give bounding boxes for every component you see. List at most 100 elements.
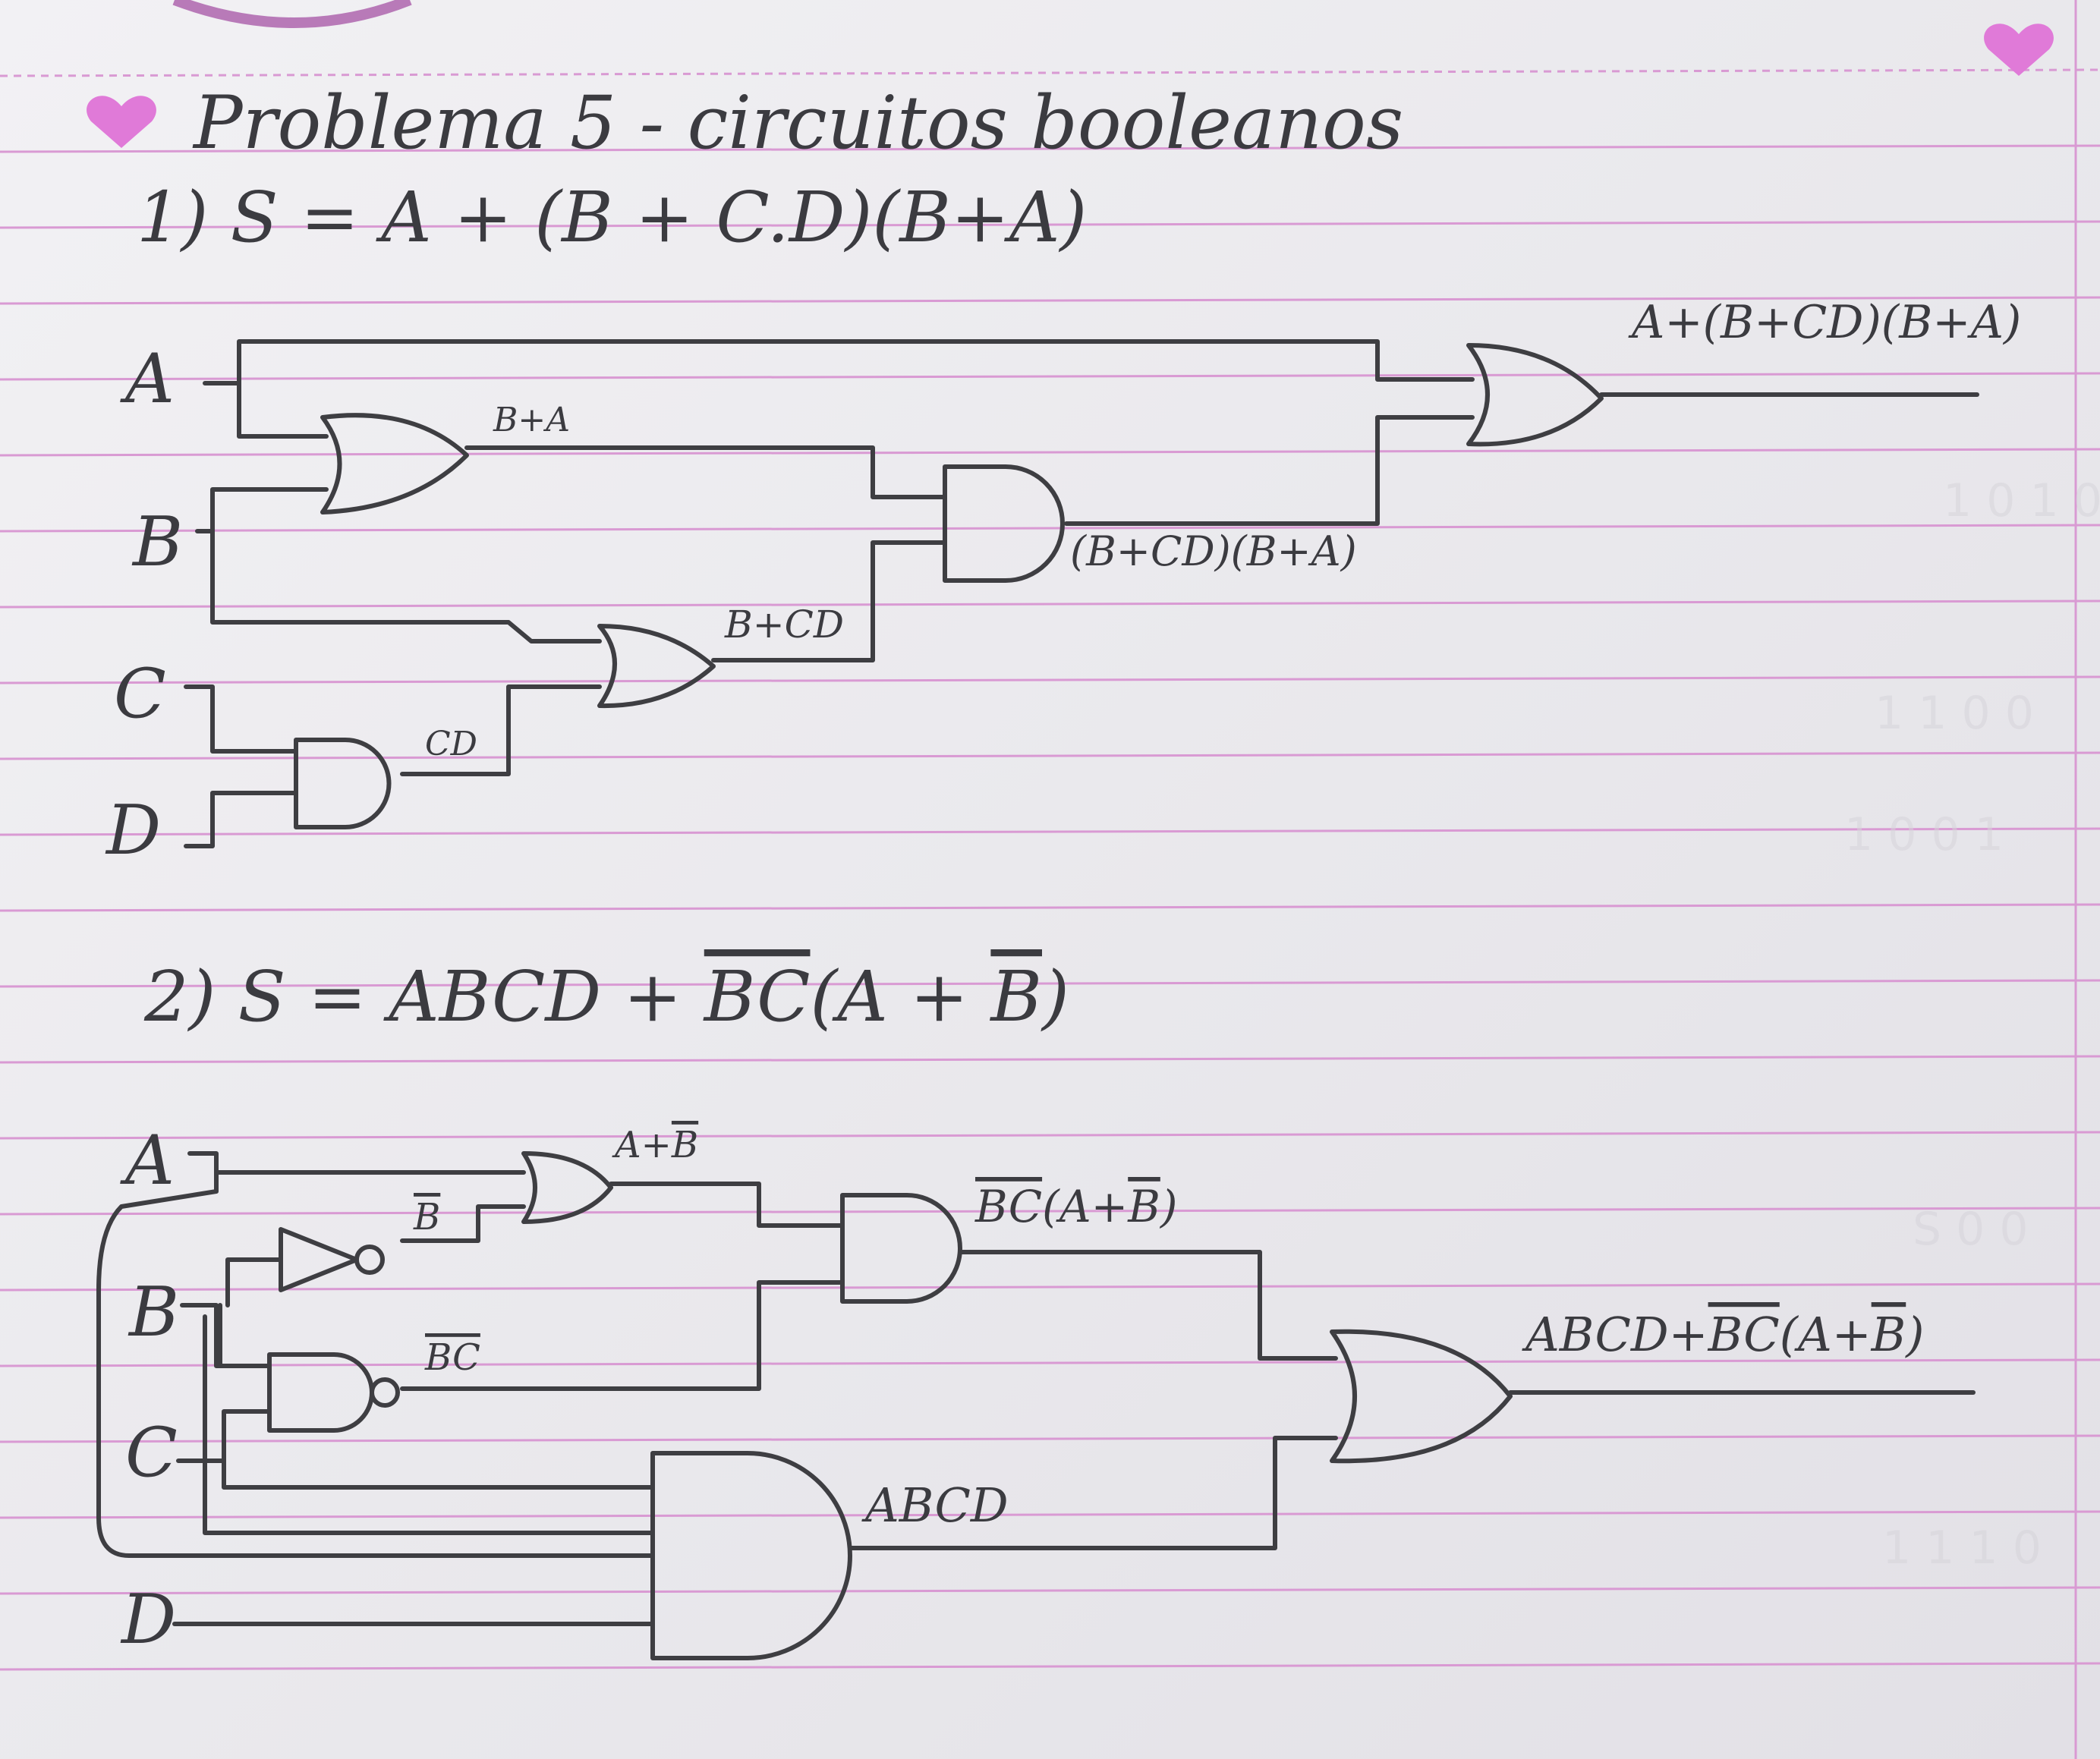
problem2-heading-bar: BC (703, 956, 811, 1037)
input-label-d: D (105, 791, 161, 870)
ruled-line (0, 1434, 2100, 1443)
label-output-1: A+(B+CD)(B+A) (1628, 296, 2021, 349)
wire-b-trunk (180, 1303, 222, 1368)
label-output-2-a: ABCD+ (1522, 1307, 1708, 1362)
label-or-a-notb-a: A+ (612, 1124, 672, 1166)
ruled-line (0, 1282, 2100, 1292)
problem2-heading-tail-c: ) (1041, 956, 1069, 1037)
wire-c-to-abcd (222, 1458, 655, 1490)
ruled-line (0, 1055, 2100, 1064)
problem2-heading-tail-b: B (989, 956, 1042, 1037)
wire-or-b-cd-out (711, 540, 947, 662)
not-gate-bubble (354, 1245, 385, 1275)
ruled-line (0, 1358, 2100, 1367)
ruled-line (0, 524, 2100, 533)
problem1-heading: 1) S = A + (B + C.D)(B+A) (137, 177, 1087, 258)
heart-icon (1984, 24, 2054, 76)
ruled-line (0, 372, 2100, 381)
input-label-a: A (120, 339, 175, 419)
label-mid-product: (B+CD)(B+A) (1070, 527, 1357, 575)
label-abcd: ABCD (861, 1477, 1009, 1533)
and-gate-mid (840, 1193, 962, 1304)
wire-a-main (187, 1151, 526, 1175)
heart-icon (87, 96, 156, 148)
input-label-c: C (114, 654, 166, 734)
decorative-ring (172, 0, 412, 28)
svg-text:A+B: A+B (612, 1124, 698, 1166)
wire-cd-out (400, 684, 602, 776)
label-and-mid-b: (A+ (1042, 1181, 1128, 1232)
label-output-2-c: (A+ (1780, 1307, 1872, 1362)
wire-notb-out (400, 1204, 526, 1243)
wire-a-loop (96, 1170, 655, 1558)
label-nand-bc: BC (424, 1336, 480, 1379)
label-and-mid-d: ) (1159, 1181, 1178, 1232)
ruled-line (0, 675, 2100, 684)
svg-text:S 0 0: S 0 0 (1913, 1203, 2029, 1256)
ruled-line (0, 1207, 2100, 1216)
ruled-line (0, 68, 2100, 77)
wire-c-trunk (176, 1409, 272, 1463)
or-gate-final (1466, 343, 1604, 447)
label-output-2-e: ) (1904, 1307, 1924, 1362)
not-gate-b (279, 1227, 359, 1292)
wire-a-top (203, 339, 1475, 385)
ruled-line (0, 1131, 2100, 1140)
wire-b-trunk (195, 487, 329, 533)
ruled-line (0, 1662, 2100, 1671)
label-output-2-b: BC (1708, 1307, 1780, 1362)
problem2-heading-tail-a: (A + (810, 956, 990, 1037)
input-label-a: A (120, 1121, 175, 1200)
wire-abcd-out (848, 1436, 1338, 1550)
ruled-line (0, 903, 2100, 912)
label-or-a-notb-b: B (671, 1124, 698, 1166)
svg-text:1 0 1 0: 1 0 1 0 (1943, 474, 2100, 527)
svg-text:BC: BC (424, 1336, 480, 1379)
input-label-d: D (120, 1580, 176, 1660)
svg-text:ABCD+BC(A+B): ABCD+BC(A+B) (1522, 1307, 1924, 1362)
or-gate-final (1330, 1329, 1513, 1464)
and-gate-abcd (650, 1451, 852, 1660)
input-label-b: B (128, 1273, 179, 1352)
or-gate-a-notb (521, 1151, 613, 1224)
ruled-line (0, 448, 2100, 457)
or-gate-b-cd (597, 624, 716, 709)
wire-c (184, 684, 298, 754)
label-b-plus-cd: B+CD (724, 603, 844, 647)
svg-text:1 0 0 1: 1 0 0 1 (1844, 808, 2004, 861)
problem2-heading: 2) S = ABCD + BC(A + B) (143, 956, 1069, 1037)
and-gate-mid (943, 464, 1065, 583)
wire-or-b-a-out (464, 445, 947, 499)
wire-a-to-or (237, 381, 329, 439)
problem1-circuit: A B C D B+A CD B+CD (B+CD)(B+A) A+(B+CD)… (105, 296, 2021, 870)
nand-gate-bubble (370, 1377, 400, 1408)
wire-and-mid-out (958, 1250, 1338, 1361)
svg-text:BC(A+B): BC(A+B) (974, 1181, 1177, 1232)
svg-text:1 1 1 0: 1 1 1 0 (1882, 1521, 2042, 1575)
ruled-line (0, 1586, 2100, 1595)
svg-text:1 1 0 0: 1 1 0 0 (1875, 687, 2034, 740)
wire-b-to-not (225, 1257, 283, 1307)
label-b-plus-a: B+A (493, 401, 570, 439)
label-not-b: B (413, 1196, 440, 1238)
ruled-line (0, 599, 2100, 609)
label-and-mid-a: BC (974, 1181, 1042, 1232)
wire-or-notb-out (609, 1182, 845, 1228)
ruled-line (0, 296, 2100, 305)
wire-and-mid-out (1064, 415, 1475, 526)
label-and-mid-c: B (1127, 1181, 1160, 1232)
problem2-circuit: A B C D B A+B (96, 1121, 1976, 1660)
ruled-line (0, 979, 2100, 988)
wire-b-to-abcd (203, 1314, 655, 1535)
input-label-b: B (131, 502, 183, 582)
problem2-heading-main: 2) S = ABCD + (143, 956, 704, 1037)
svg-text:2) S = ABCD + BC(A + B): 2) S = ABCD + BC(A + B) (143, 956, 1069, 1037)
ruled-line (0, 1510, 2100, 1519)
wire-d (184, 791, 298, 848)
and-gate-c-d (294, 738, 392, 829)
wire-b-down (210, 529, 602, 643)
wire-nand-out (400, 1280, 845, 1391)
